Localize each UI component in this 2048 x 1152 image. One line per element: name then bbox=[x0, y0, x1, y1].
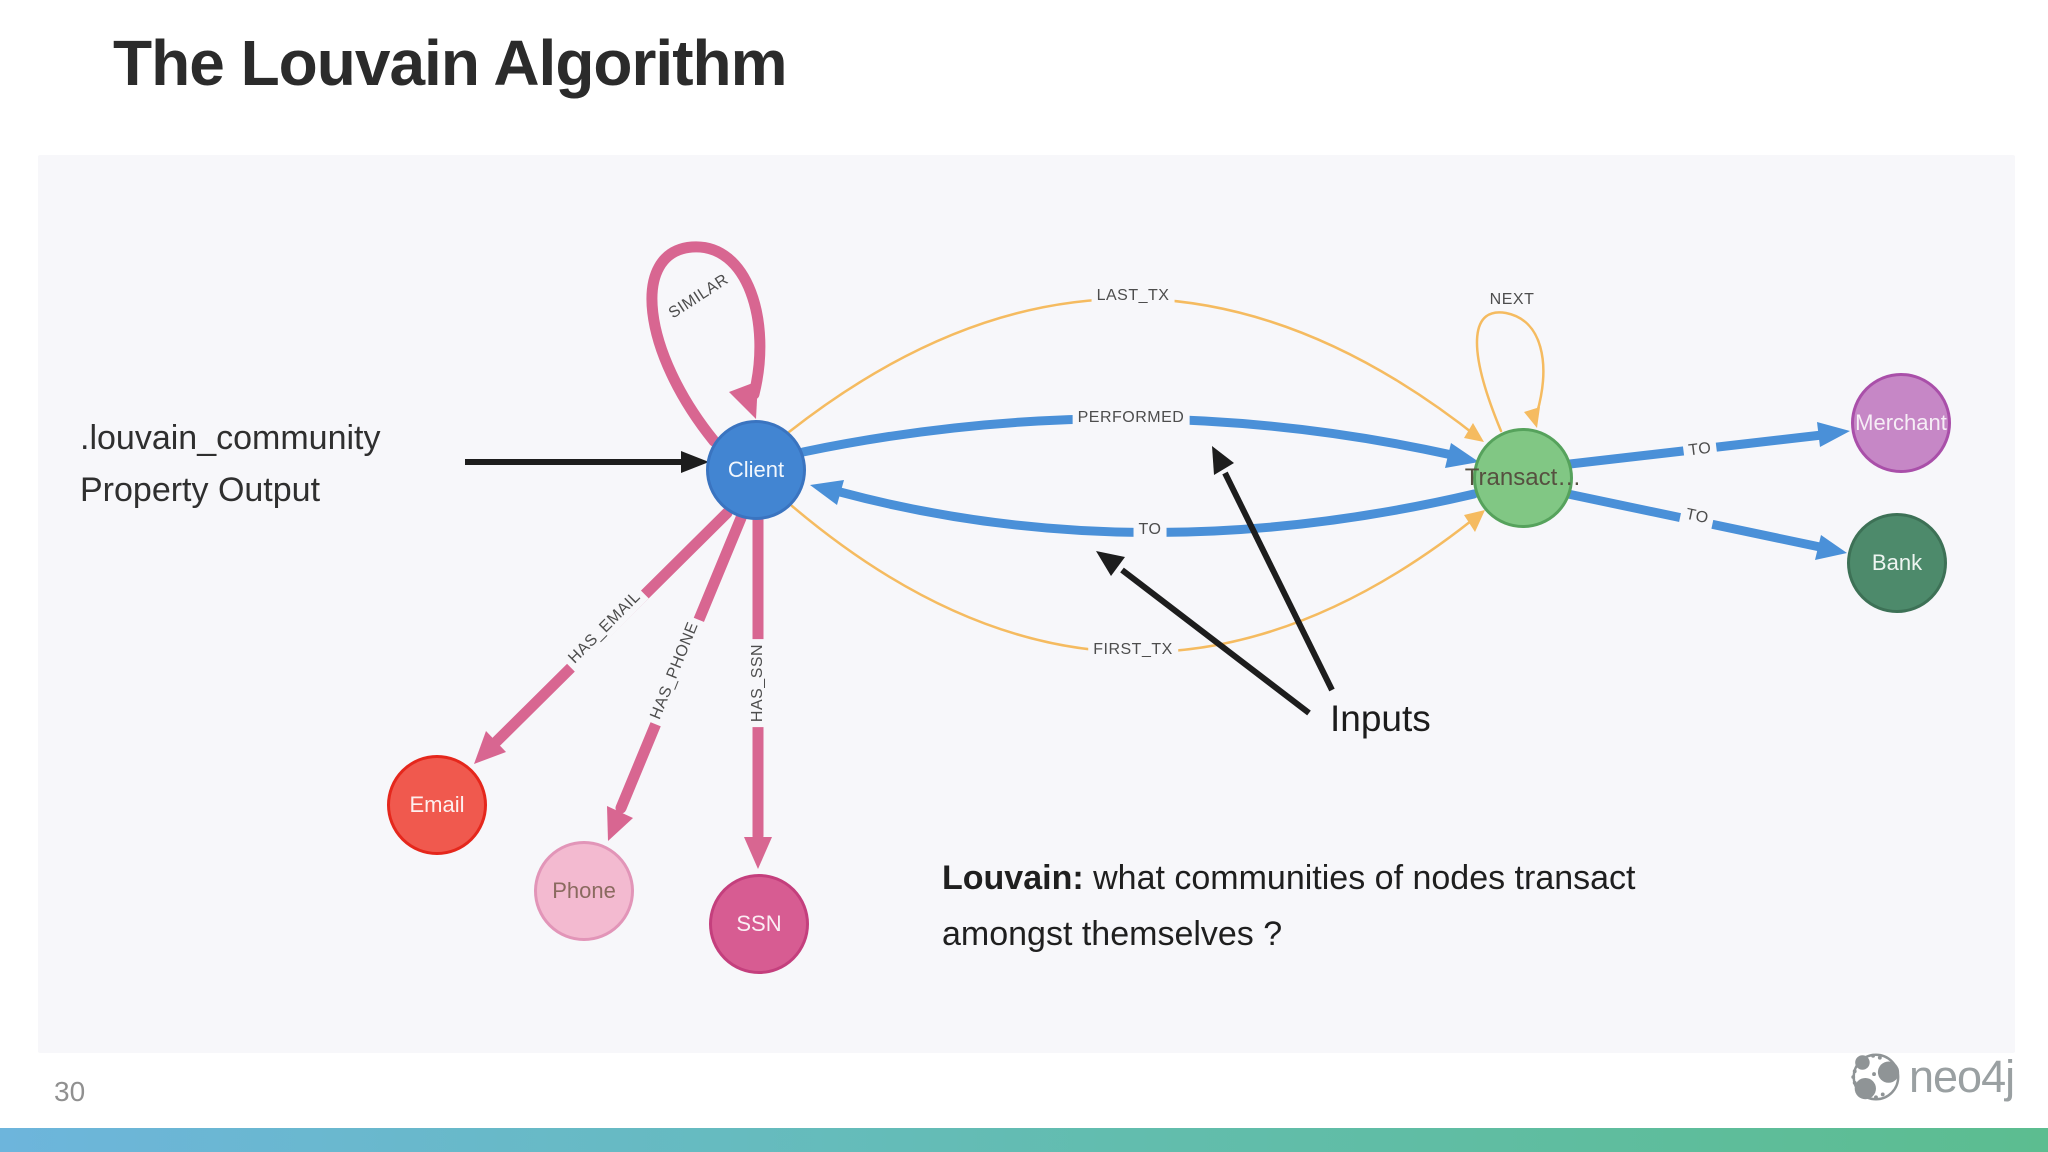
neo4j-logo: neo4j bbox=[1846, 1048, 2015, 1106]
node-email: Email bbox=[387, 755, 487, 855]
caption-line2: amongst themselves ? bbox=[942, 915, 1283, 953]
inputs-note: Inputs bbox=[1330, 698, 1431, 739]
node-email-label: Email bbox=[409, 792, 465, 817]
node-client: Client bbox=[706, 420, 806, 520]
property-output-note-line2: Property Output bbox=[80, 471, 321, 509]
caption-line1: Louvain: what communities of nodes trans… bbox=[942, 850, 1636, 906]
node-phone-label: Phone bbox=[552, 878, 616, 903]
node-transaction-label: Transact… bbox=[1464, 464, 1582, 491]
edge-label-next: NEXT bbox=[1489, 291, 1535, 308]
page-title: The Louvain Algorithm bbox=[113, 27, 787, 99]
node-merchant: Merchant bbox=[1851, 373, 1951, 473]
node-phone: Phone bbox=[534, 841, 634, 941]
neo4j-graph-icon bbox=[1851, 1053, 1900, 1101]
node-bank: Bank bbox=[1847, 513, 1947, 613]
node-bank-label: Bank bbox=[1871, 550, 1923, 575]
edge-label-to-merchant: TO bbox=[1682, 438, 1718, 462]
caption-line1-rest: what communities of nodes transact bbox=[1083, 859, 1636, 897]
node-merchant-label: Merchant bbox=[1855, 410, 1947, 435]
page-number: 30 bbox=[54, 1076, 86, 1107]
node-ssn-label: SSN bbox=[736, 911, 782, 936]
node-client-label: Client bbox=[727, 457, 785, 482]
edge-label-has-ssn: HAS_SSN bbox=[748, 638, 768, 728]
node-ssn: SSN bbox=[709, 874, 809, 974]
neo4j-logo-text: neo4j bbox=[1909, 1051, 2015, 1102]
edge-label-first-tx: FIRST_TX bbox=[1088, 640, 1178, 660]
caption-lead: Louvain: bbox=[942, 859, 1084, 897]
caption: Louvain: what communities of nodes trans… bbox=[942, 850, 1636, 962]
property-output-note-line1: .louvain_community bbox=[80, 419, 381, 457]
edge-label-to-client: TO bbox=[1133, 520, 1167, 540]
node-transaction: Transact… bbox=[1465, 428, 1581, 528]
edge-label-last-tx: LAST_TX bbox=[1091, 286, 1175, 306]
property-output-note: .louvain_community Property Output bbox=[80, 412, 380, 516]
footer-gradient-bar bbox=[0, 1128, 2048, 1152]
edge-label-performed: PERFORMED bbox=[1072, 408, 1190, 428]
